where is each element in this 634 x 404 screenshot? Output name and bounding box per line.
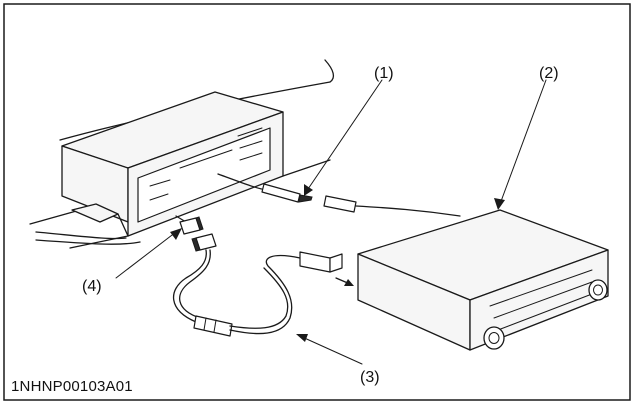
figure-code: 1NHNP00103A01 [11, 378, 133, 395]
callout-1: (1) [374, 65, 394, 82]
harness-adapter [172, 249, 343, 337]
harness-connectors [175, 215, 217, 252]
left-knob [483, 326, 505, 350]
leader-lines [115, 79, 547, 365]
dashboard-panel [29, 59, 335, 249]
callout-3: (3) [360, 369, 380, 386]
antenna-cable [217, 173, 461, 217]
callout-4: (4) [82, 278, 102, 295]
radio-unit [357, 209, 609, 351]
right-knob [588, 279, 608, 301]
callout-2: (2) [539, 65, 559, 82]
